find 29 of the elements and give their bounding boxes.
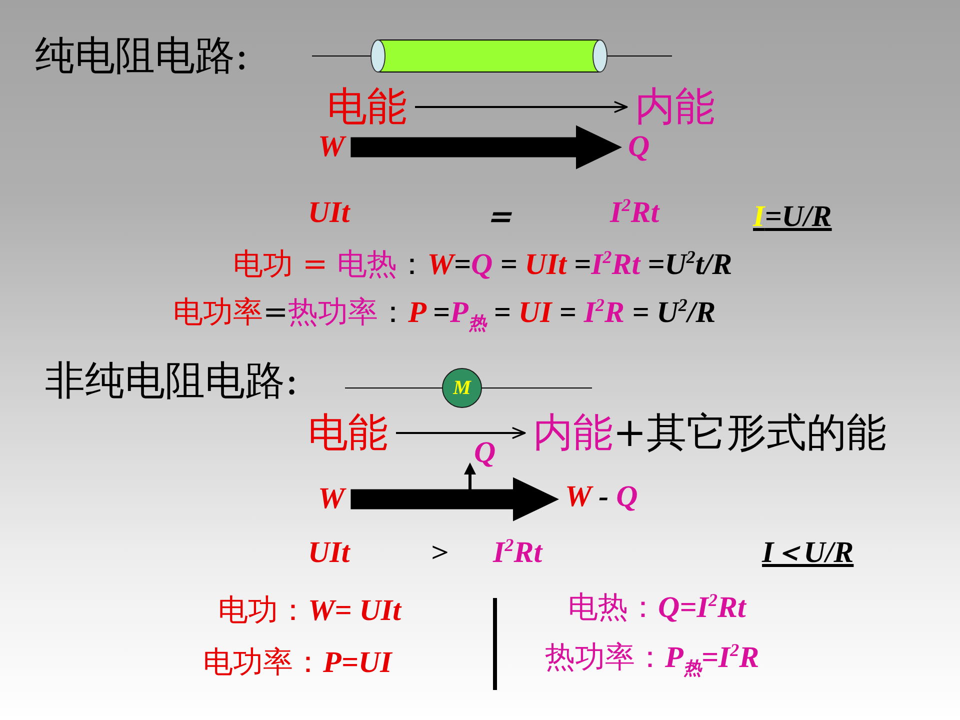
symbol-label: W — [318, 130, 345, 164]
section-heading: 纯电阻电路: — [35, 33, 248, 79]
energy-term: 电能 — [308, 410, 388, 456]
formula: I$^{2}$Rt — [610, 196, 660, 230]
symbol-label: Q — [474, 436, 496, 470]
section-heading: 非纯电阻电路: — [45, 358, 298, 404]
formula: I＜U/R — [762, 536, 854, 570]
formula: UIt — [308, 536, 350, 570]
greater-than-sign: ＞ — [425, 535, 455, 570]
symbol-label: W — [318, 482, 345, 516]
symbol-label: Q — [628, 130, 650, 164]
energy-term: 内能 — [635, 84, 715, 130]
formula: UIt — [308, 196, 350, 230]
formula: W - Q — [565, 480, 638, 514]
arrow — [396, 427, 526, 439]
equals-sign: ＝ — [482, 197, 516, 236]
formula: I$^{2}$Rt — [493, 536, 542, 570]
energy-term: 内能+其它形式的能 — [533, 410, 887, 456]
formula-line: 电功：W= UIt — [218, 594, 401, 628]
arrow — [415, 101, 628, 113]
energy-term: 电能 — [327, 84, 407, 130]
formula-line: 电功 = 电热：W=Q = UIt =I$^{2}$Rt =U$^{2}$t/R — [233, 248, 732, 282]
formula-line: 电功率：P=UI — [203, 646, 392, 680]
formula-line: 电热：Q=I$^{2}$Rt — [568, 591, 746, 626]
formula-line: 热功率：P$_{热}$=I$^{2}$R — [545, 641, 760, 676]
formula-line: 电功率=热功率：P =P$_{热}$ = UI = I$^{2}$R = U$^{2}$/R — [173, 296, 716, 330]
block-arrow — [350, 125, 622, 170]
formula: I=U/R — [753, 200, 832, 234]
block-arrow — [350, 477, 559, 522]
